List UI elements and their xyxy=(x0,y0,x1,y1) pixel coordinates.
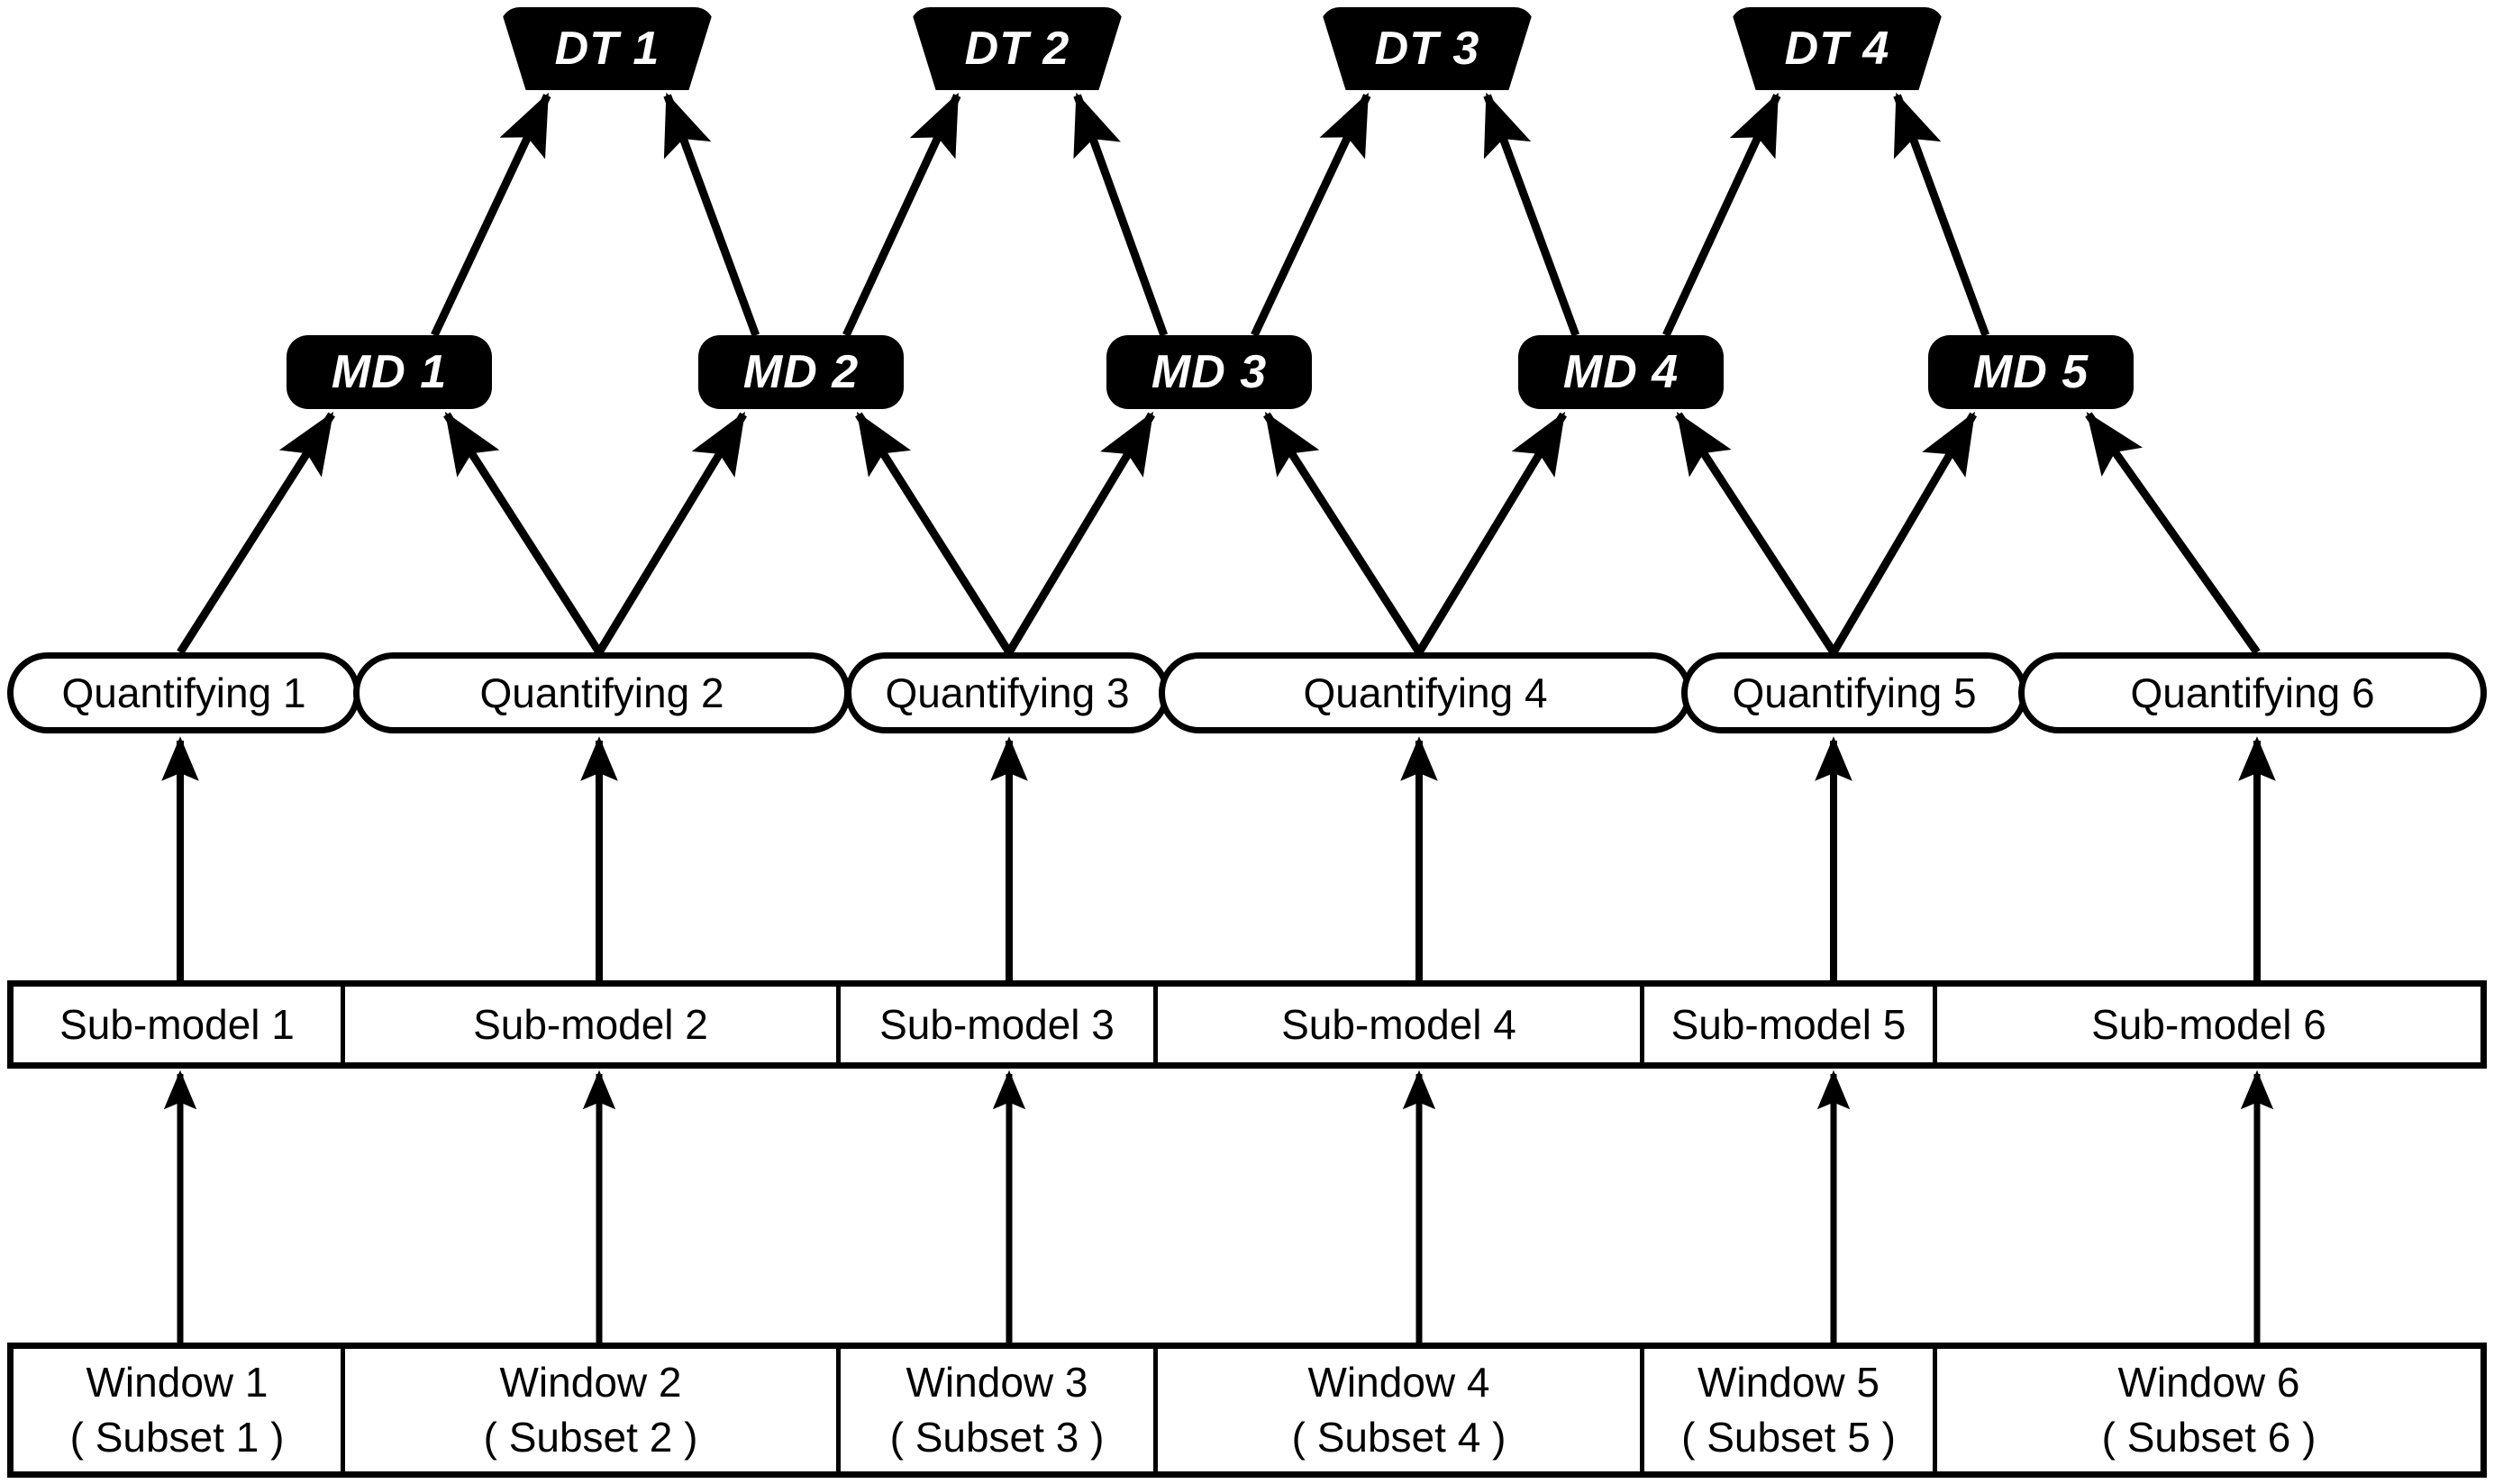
edge xyxy=(443,411,603,655)
md-node-5-label: MD 5 xyxy=(1972,346,2089,398)
window-cell-6-label: Window 6 xyxy=(2117,1359,2300,1407)
submodel-cell-4[interactable]: Sub-model 4 xyxy=(1158,987,1644,1062)
md-node-2[interactable]: MD 2 xyxy=(698,335,904,409)
edge xyxy=(1483,92,1580,337)
md-node-2-label: MD 2 xyxy=(742,346,860,398)
window-cell-3-label: Window 3 xyxy=(906,1359,1088,1407)
window-cell-1-sublabel: ( Subset 1 ) xyxy=(69,1414,285,1461)
quantifying-node-3[interactable]: Quantifying 3 xyxy=(845,652,1170,733)
window-cell-3[interactable]: Window 3 ( Subset 3 ) xyxy=(841,1349,1158,1471)
submodel-cell-6-label: Sub-model 6 xyxy=(2091,1000,2326,1048)
submodel-row: Sub-model 1 Sub-model 2 Sub-model 3 Sub-… xyxy=(7,980,2487,1069)
md-node-4[interactable]: MD 4 xyxy=(1518,335,1724,409)
window-cell-3-sublabel: ( Subset 3 ) xyxy=(889,1414,1105,1461)
dt-node-3-label: DT 3 xyxy=(1374,23,1480,75)
quantifying-node-4[interactable]: Quantifying 4 xyxy=(1159,652,1692,733)
edge xyxy=(1415,411,1568,655)
window-cell-5-label: Window 5 xyxy=(1698,1359,1880,1407)
quantifying-node-6[interactable]: Quantifying 6 xyxy=(2018,652,2487,733)
quantifying-node-2[interactable]: Quantifying 2 xyxy=(353,652,851,733)
quantifying-node-2-label: Quantifying 2 xyxy=(479,669,724,716)
edge xyxy=(1830,411,1978,655)
edge xyxy=(431,92,551,337)
window-cell-5-sublabel: ( Subset 5 ) xyxy=(1681,1414,1896,1461)
edge xyxy=(1073,92,1169,337)
quantifying-node-1-label: Quantifying 1 xyxy=(61,669,306,716)
window-cell-2-sublabel: ( Subset 2 ) xyxy=(483,1414,698,1461)
submodel-cell-5-label: Sub-model 5 xyxy=(1670,1000,1907,1048)
submodel-cell-2-label: Sub-model 2 xyxy=(473,1000,708,1048)
window-cell-1[interactable]: Window 1 ( Subset 1 ) xyxy=(14,1349,345,1471)
submodel-cell-6[interactable]: Sub-model 6 xyxy=(1937,987,2480,1062)
quantifying-node-6-label: Quantifying 6 xyxy=(2130,669,2375,716)
dt-node-1-label: DT 1 xyxy=(554,23,660,75)
edge xyxy=(855,411,1013,655)
quantifying-node-4-label: Quantifying 4 xyxy=(1303,669,1548,716)
quantifying-node-5-label: Quantifying 5 xyxy=(1732,669,1977,716)
window-cell-2[interactable]: Window 2 ( Subset 2 ) xyxy=(345,1349,841,1471)
window-row: Window 1 ( Subset 1 ) Window 2 ( Subset … xyxy=(7,1343,2487,1478)
window-cell-4-sublabel: ( Subset 4 ) xyxy=(1291,1414,1506,1461)
window-cell-4[interactable]: Window 4 ( Subset 4 ) xyxy=(1158,1349,1644,1471)
md-node-5[interactable]: MD 5 xyxy=(1928,335,2134,409)
edge xyxy=(1662,92,1781,337)
window-cell-6[interactable]: Window 6 ( Subset 6 ) xyxy=(1937,1349,2480,1471)
submodel-cell-1[interactable]: Sub-model 1 xyxy=(14,987,345,1062)
md-node-3[interactable]: MD 3 xyxy=(1106,335,1312,409)
md-node-4-label: MD 4 xyxy=(1562,346,1679,398)
edge xyxy=(2085,412,2261,655)
edge xyxy=(1251,92,1371,337)
edge xyxy=(842,92,961,337)
edge xyxy=(663,92,760,337)
window-cell-5[interactable]: Window 5 ( Subset 5 ) xyxy=(1644,1349,1937,1471)
submodel-cell-3[interactable]: Sub-model 3 xyxy=(841,987,1158,1062)
submodel-cell-2[interactable]: Sub-model 2 xyxy=(345,987,841,1062)
window-cell-1-label: Window 1 xyxy=(86,1359,269,1407)
edge xyxy=(177,411,335,655)
edge xyxy=(1893,92,1990,337)
edge xyxy=(1006,411,1156,655)
edge xyxy=(596,411,748,655)
dt-node-3[interactable]: DT 3 xyxy=(1320,7,1534,90)
quantifying-node-1[interactable]: Quantifying 1 xyxy=(7,652,360,733)
submodel-cell-3-label: Sub-model 3 xyxy=(879,1000,1115,1048)
dt-node-2[interactable]: DT 2 xyxy=(910,7,1124,90)
submodel-cell-5[interactable]: Sub-model 5 xyxy=(1644,987,1937,1062)
dt-node-1[interactable]: DT 1 xyxy=(500,7,715,90)
md-node-1[interactable]: MD 1 xyxy=(287,335,492,409)
md-node-3-label: MD 3 xyxy=(1151,346,1268,398)
dt-node-4-label: DT 4 xyxy=(1784,23,1890,75)
quantifying-node-5[interactable]: Quantifying 5 xyxy=(1681,652,2027,733)
quantifying-node-3-label: Quantifying 3 xyxy=(885,669,1130,716)
edge xyxy=(1263,411,1423,655)
submodel-cell-1-label: Sub-model 1 xyxy=(59,1000,295,1048)
dt-node-2-label: DT 2 xyxy=(964,23,1070,75)
submodel-cell-4-label: Sub-model 4 xyxy=(1281,1000,1516,1048)
window-cell-2-label: Window 2 xyxy=(499,1359,682,1407)
dt-node-4[interactable]: DT 4 xyxy=(1730,7,1944,90)
edge xyxy=(1675,411,1837,655)
window-cell-6-sublabel: ( Subset 6 ) xyxy=(2101,1414,2317,1461)
md-node-1-label: MD 1 xyxy=(331,346,448,398)
window-cell-4-label: Window 4 xyxy=(1307,1359,1490,1407)
